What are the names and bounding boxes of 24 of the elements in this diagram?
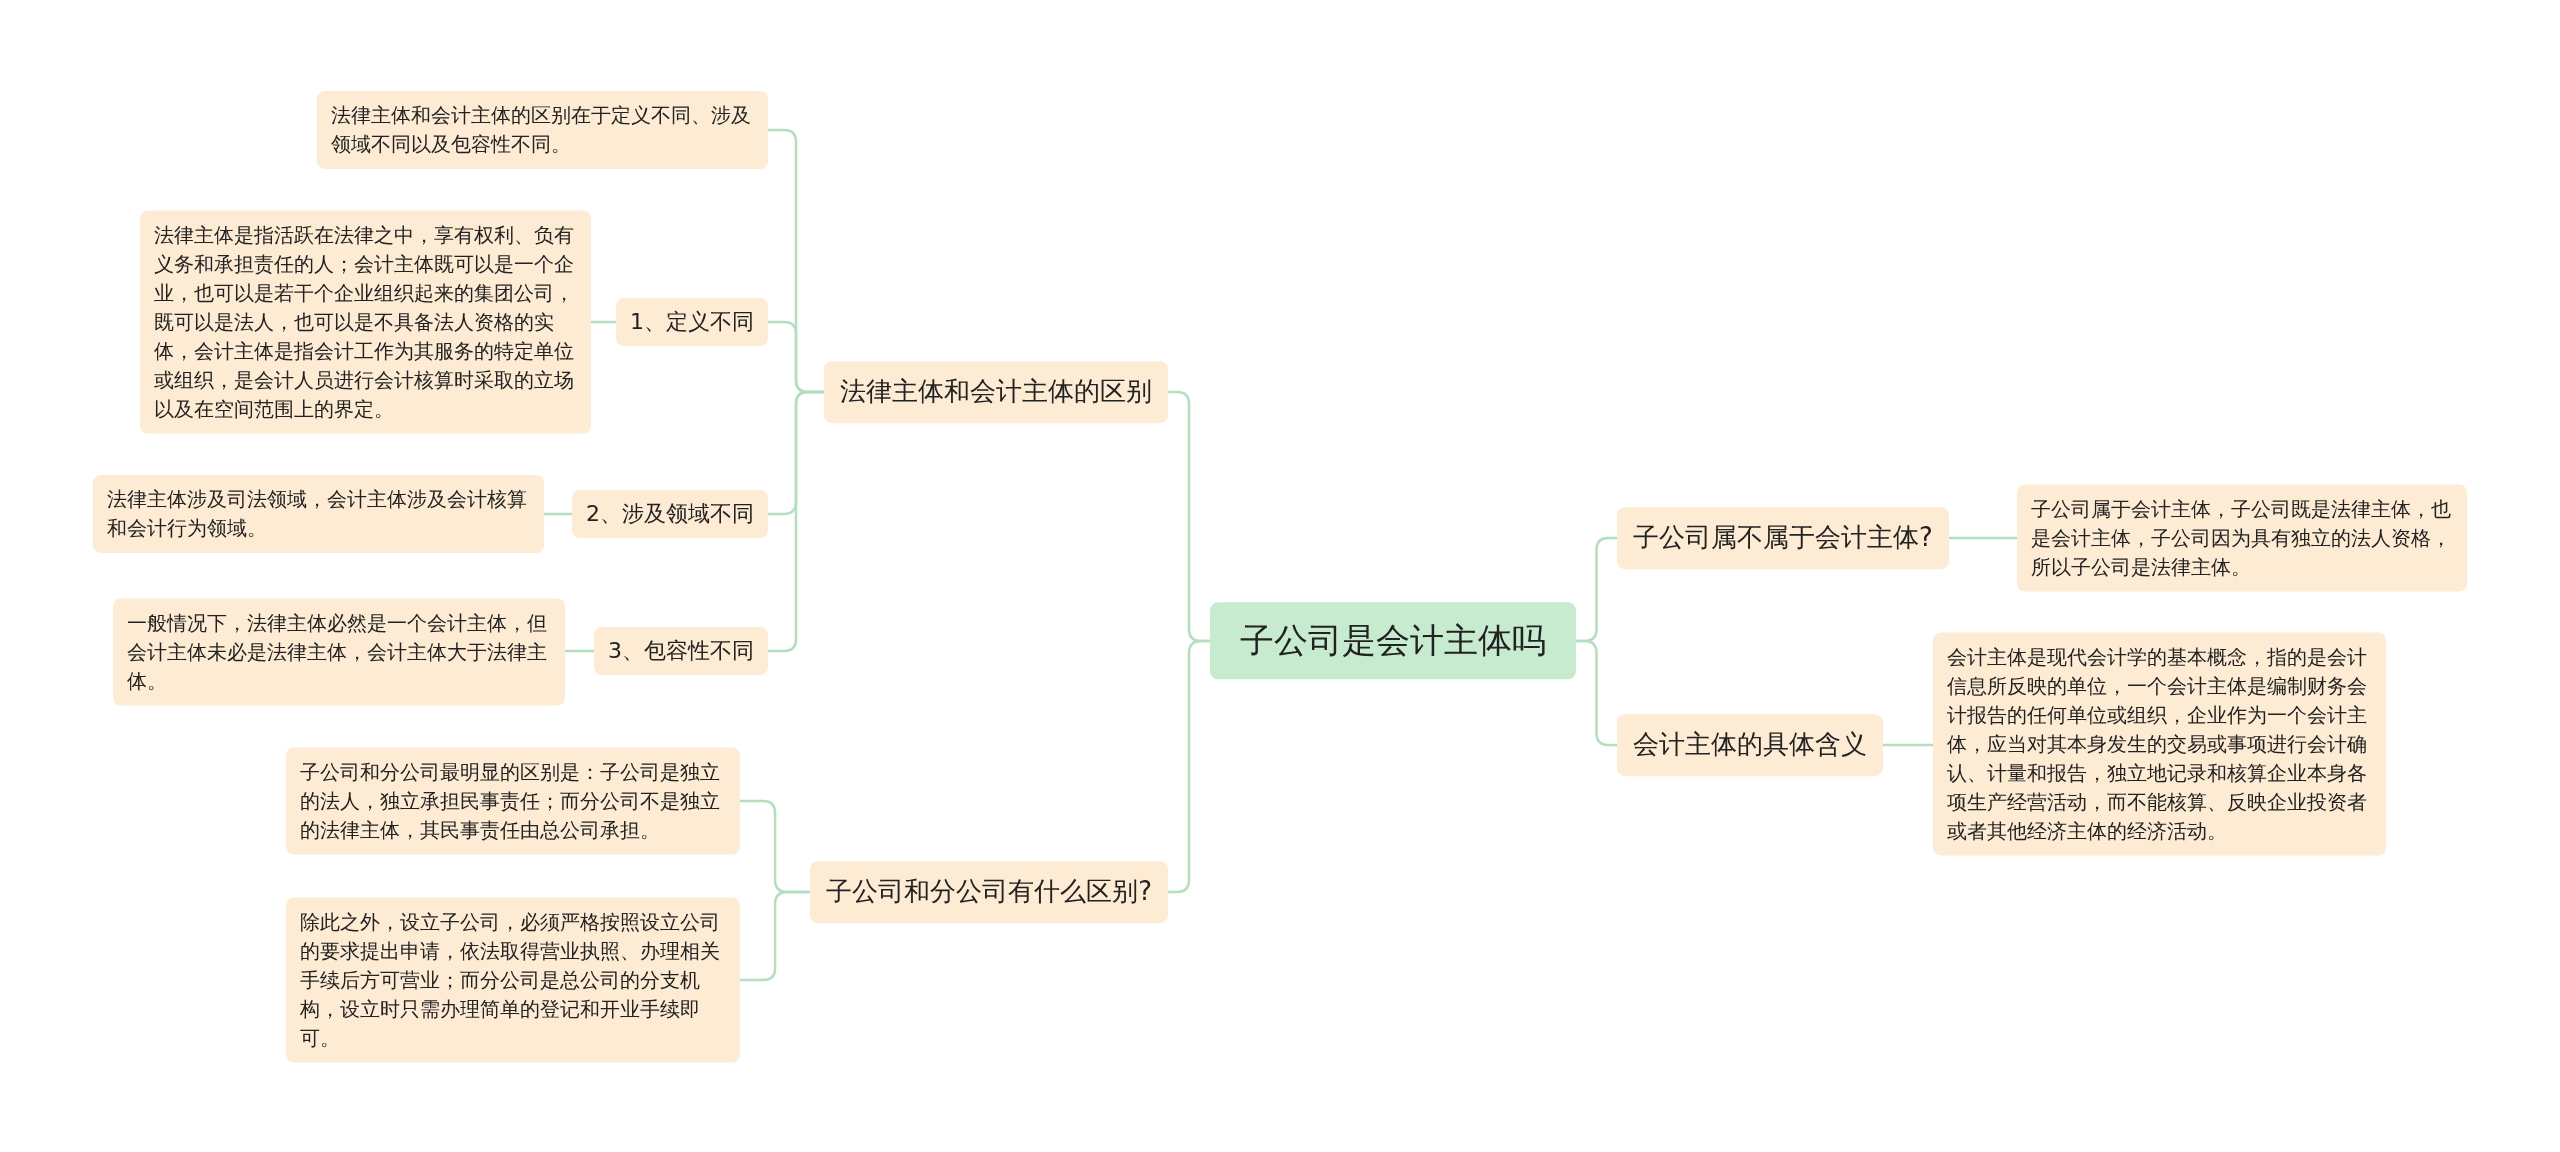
subtopic-box: 2、涉及领域不同 [572, 490, 768, 538]
note-box: 子公司和分公司最明显的区别是：子公司是独立的法人，独立承担民事责任；而分公司不是独立的法律主体，其民事责任由总公司承担。 [286, 747, 740, 855]
connector-line [1883, 743, 1933, 747]
connector-line [1168, 639, 1210, 894]
note-box: 除此之外，设立子公司，必须严格按照设立公司的要求提出申请，依法取得营业执照、办理相关手续后方可营业；而分公司是总公司的分支机构，设立时只需办理简单的登记和开业手续即可。 [286, 897, 740, 1063]
connector-line [591, 320, 616, 324]
topic-box: 法律主体和会计主体的区别 [824, 361, 1168, 423]
topic-box: 会计主体的具体含义 [1617, 714, 1883, 776]
connector-line [740, 890, 811, 982]
note-box: 一般情况下，法律主体必然是一个会计主体，但会计主体未必是法律主体，会计主体大于法律主体。 [113, 598, 565, 706]
subtopic-box: 1、定义不同 [616, 298, 768, 346]
note-box: 法律主体是指活跃在法律之中，享有权利、负有义务和承担责任的人；会计主体既可以是一个企业，也可以是若干个企业组织起来的集团公司，既可以是法人，也可以是不具备法人资格的实体，会计主体是指会计工作为其服务的特定单位或组织，是会计人员进行会计核算时采取的立场以及在空间范围上的界定。 [140, 210, 591, 434]
note-box: 法律主体和会计主体的区别在于定义不同、涉及领域不同以及包容性不同。 [317, 91, 768, 169]
connector-line [544, 512, 572, 516]
note-box: 法律主体涉及司法领域，会计主体涉及会计核算和会计行为领域。 [93, 475, 544, 553]
connector-line [565, 649, 594, 653]
topic-box: 子公司和分公司有什么区别? [810, 861, 1168, 923]
note-box: 会计主体是现代会计学的基本概念，指的是会计信息所反映的单位，一个会计主体是编制财务会计报告的任何单位或组织，企业作为一个会计主体，应当对其本身发生的交易或事项进行会计确认、计量和报告，独立地记录和核算企业本身各项生产经营活动，而不能核算、反映企业投资者或者其他经济主体的经济活动。 [1933, 632, 2386, 856]
connector-line [1576, 639, 1617, 747]
note-box: 子公司属于会计主体，子公司既是法律主体，也是会计主体，子公司因为具有独立的法人资格，所以子公司是法律主体。 [2017, 484, 2467, 592]
connector-line [1948, 536, 2017, 540]
subtopic-box: 3、包容性不同 [594, 627, 768, 675]
central-topic-box: 子公司是会计主体吗 [1210, 602, 1576, 680]
topic-box: 子公司属不属于会计主体? [1617, 507, 1949, 569]
